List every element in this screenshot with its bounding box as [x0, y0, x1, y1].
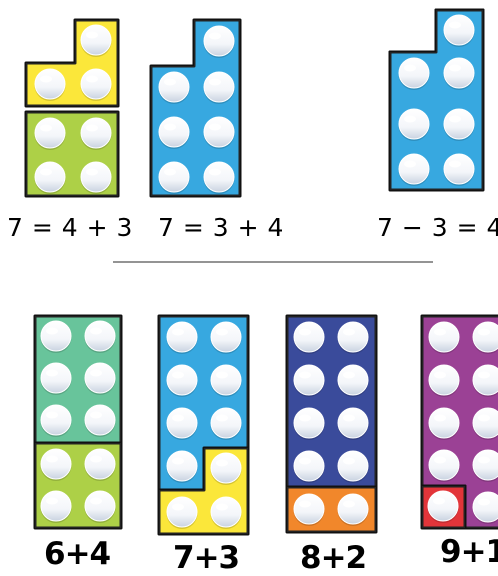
sum-label-8-2: 8+2: [300, 540, 366, 576]
peg-hole: [41, 321, 72, 353]
equation-3: 7 − 3 = 4: [377, 213, 498, 242]
peg-hole: [294, 451, 325, 483]
peg-hole: [167, 497, 198, 529]
peg-hole: [399, 58, 430, 90]
peg-hole: [444, 154, 475, 186]
peg-hole: [85, 405, 116, 437]
peg-hole: [81, 25, 112, 57]
peg-hole: [159, 162, 190, 194]
peg-hole: [429, 450, 460, 482]
peg-hole: [41, 363, 72, 395]
peg-hole: [204, 26, 235, 58]
numicon-four-a: [26, 112, 118, 196]
sum-label-9-1: 9+1: [440, 534, 498, 570]
peg-hole: [204, 117, 235, 149]
peg-hole: [294, 322, 325, 354]
peg-hole: [211, 365, 242, 397]
peg-hole: [429, 322, 460, 354]
peg-hole: [211, 497, 242, 529]
numicon-seven-b: [390, 10, 483, 190]
peg-hole: [41, 449, 72, 481]
peg-hole: [167, 365, 198, 397]
peg-hole: [294, 494, 325, 526]
peg-hole: [159, 117, 190, 149]
peg-hole: [338, 408, 369, 440]
equation-2: 7 = 3 + 4: [158, 213, 284, 242]
peg-hole: [35, 162, 66, 194]
numicon-eight: [287, 316, 376, 487]
peg-hole: [85, 491, 116, 523]
numicon-seven-a: [151, 20, 240, 196]
peg-hole: [85, 321, 116, 353]
peg-hole: [167, 322, 198, 354]
peg-hole: [444, 109, 475, 141]
peg-hole: [338, 494, 369, 526]
peg-hole: [159, 72, 190, 104]
peg-hole: [81, 162, 112, 194]
peg-hole: [444, 58, 475, 90]
sum-label-6-4: 6+4: [44, 536, 110, 572]
peg-hole: [294, 408, 325, 440]
peg-hole: [81, 118, 112, 150]
peg-hole: [167, 408, 198, 440]
peg-hole: [428, 491, 459, 523]
sum-label-7-3: 7+3: [173, 540, 239, 576]
numicon-one: [422, 486, 465, 528]
numicon-four-b: [35, 443, 121, 528]
numicon-two: [287, 487, 376, 532]
peg-hole: [294, 365, 325, 397]
peg-hole: [211, 408, 242, 440]
peg-hole: [429, 365, 460, 397]
peg-hole: [338, 365, 369, 397]
peg-hole: [41, 405, 72, 437]
numicon-three-a: [26, 20, 118, 106]
peg-hole: [429, 408, 460, 440]
peg-hole: [338, 451, 369, 483]
peg-hole: [167, 451, 198, 483]
peg-hole: [399, 154, 430, 186]
peg-hole: [204, 162, 235, 194]
equation-1: 7 = 4 + 3: [7, 213, 133, 242]
peg-hole: [41, 491, 72, 523]
peg-hole: [338, 322, 369, 354]
peg-hole: [85, 363, 116, 395]
numicon-six: [35, 316, 121, 443]
peg-hole: [211, 453, 242, 485]
peg-hole: [211, 322, 242, 354]
peg-hole: [35, 69, 66, 101]
peg-hole: [399, 109, 430, 141]
peg-hole: [85, 449, 116, 481]
peg-hole: [81, 69, 112, 101]
peg-hole: [35, 118, 66, 150]
peg-hole: [204, 72, 235, 104]
peg-hole: [444, 15, 475, 47]
